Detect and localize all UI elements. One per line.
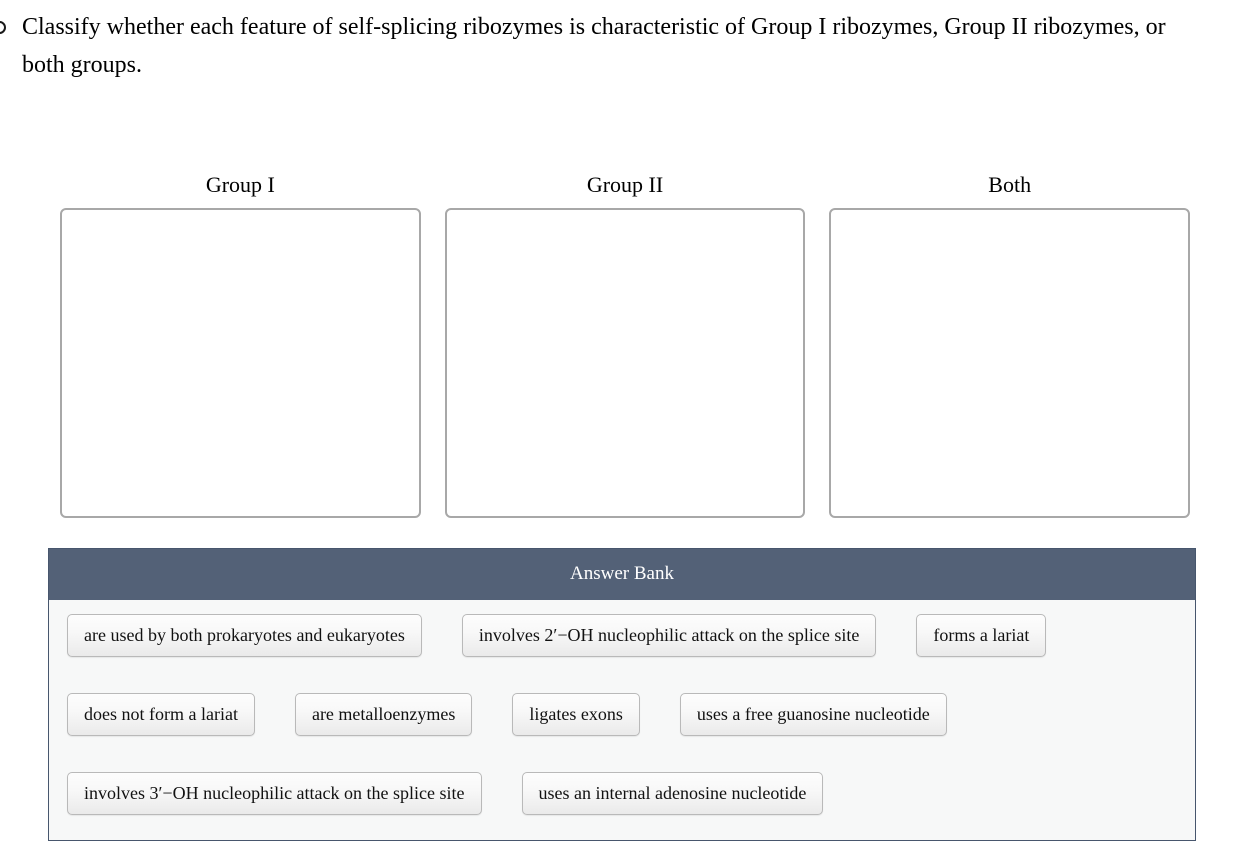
question-prompt: Classify whether each feature of self-sp… <box>0 8 1180 84</box>
dropzone-both[interactable] <box>829 208 1191 518</box>
category-column-both: Both <box>829 170 1191 518</box>
category-column-group-i: Group I <box>60 170 421 518</box>
answer-bank-panel: Answer Bank are used by both prokaryotes… <box>48 548 1196 841</box>
category-title-both: Both <box>988 172 1032 197</box>
answer-tile[interactable]: ligates exons <box>512 693 640 736</box>
answer-tile[interactable]: involves 2′−OH nucleophilic attack on th… <box>461 614 877 657</box>
answer-tile[interactable]: are metalloenzymes <box>294 693 473 736</box>
classification-columns: Group I Group II Both <box>60 170 1191 518</box>
answer-bank-row: involves 3′−OH nucleophilic attack on th… <box>61 772 1183 815</box>
bullet-circle-icon <box>0 21 6 34</box>
answer-tile[interactable]: does not form a lariat <box>67 693 255 736</box>
category-column-group-ii: Group II <box>444 170 806 518</box>
category-title-group-i: Group I <box>205 172 275 197</box>
question-text: Classify whether each feature of self-sp… <box>22 14 1166 78</box>
answer-tile[interactable]: involves 3′−OH nucleophilic attack on th… <box>67 772 482 815</box>
answer-tile[interactable]: forms a lariat <box>916 614 1047 657</box>
answer-bank-row: are used by both prokaryotes and eukaryo… <box>61 614 1183 657</box>
category-title-group-ii: Group II <box>586 172 664 197</box>
dropzone-group-i[interactable] <box>60 208 421 518</box>
answer-tile[interactable]: uses an internal adenosine nucleotide <box>521 772 824 815</box>
answer-bank-body: are used by both prokaryotes and eukaryo… <box>49 600 1195 840</box>
answer-tile[interactable]: uses a free guanosine nucleotide <box>679 693 947 736</box>
answer-bank-row: does not form a lariat are metalloenzyme… <box>61 693 1183 736</box>
dropzone-group-ii[interactable] <box>444 208 806 518</box>
answer-tile[interactable]: are used by both prokaryotes and eukaryo… <box>67 614 422 657</box>
answer-bank-title: Answer Bank <box>49 549 1195 600</box>
